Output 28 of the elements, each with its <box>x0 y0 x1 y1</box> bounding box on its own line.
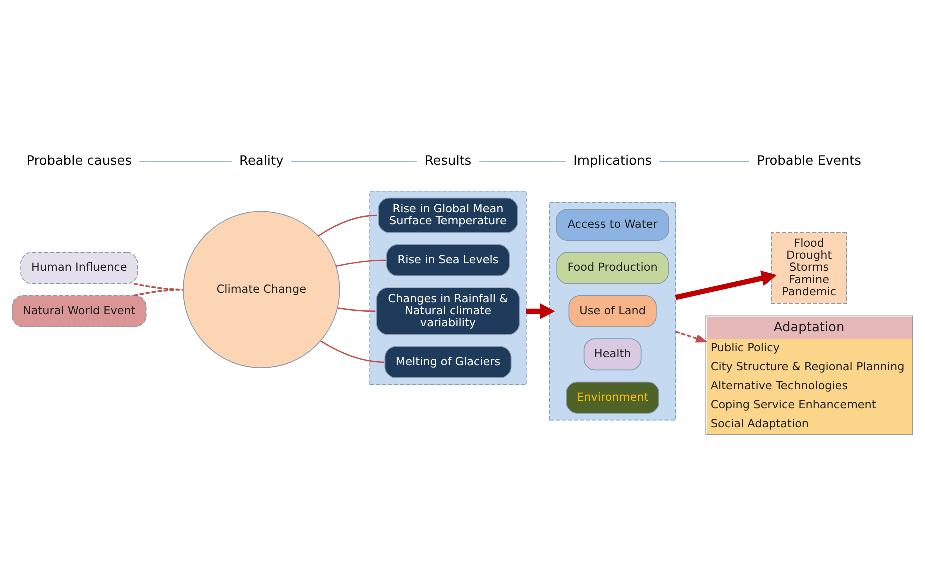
label: Results <box>424 154 472 170</box>
label: Implications <box>574 154 652 170</box>
label: Probable Events <box>757 154 862 170</box>
node-box: Food Production <box>556 252 669 284</box>
arrow <box>676 331 708 343</box>
arrow <box>675 270 777 300</box>
cluster <box>549 202 676 421</box>
connector <box>134 288 184 297</box>
node-box: Human Influence <box>20 252 138 284</box>
cluster <box>370 190 527 386</box>
arrow <box>526 304 556 320</box>
node-box: Access to Water <box>556 209 670 242</box>
connector <box>338 308 376 312</box>
connector <box>318 214 378 237</box>
label: Probable causes <box>26 154 132 170</box>
node-box: Natural World Event <box>12 295 147 328</box>
node-box: Rise in Global Mean Surface Temperature <box>378 198 518 234</box>
node-box: Flood Drought Storms Famine Pandemic <box>771 232 848 304</box>
node-box: Melting of Glaciers <box>384 346 512 378</box>
node-box: Health <box>584 338 642 371</box>
node-box: Use of Land <box>568 295 657 328</box>
node-box: Changes in Rainfall & Natural climate variability <box>376 288 520 336</box>
connector <box>320 340 384 364</box>
node-circle: Climate Change <box>183 211 340 368</box>
node-box: Rise in Sea Levels <box>386 244 510 276</box>
connector <box>336 260 386 268</box>
node-box: Environment <box>566 382 660 414</box>
label: Reality <box>240 154 284 170</box>
